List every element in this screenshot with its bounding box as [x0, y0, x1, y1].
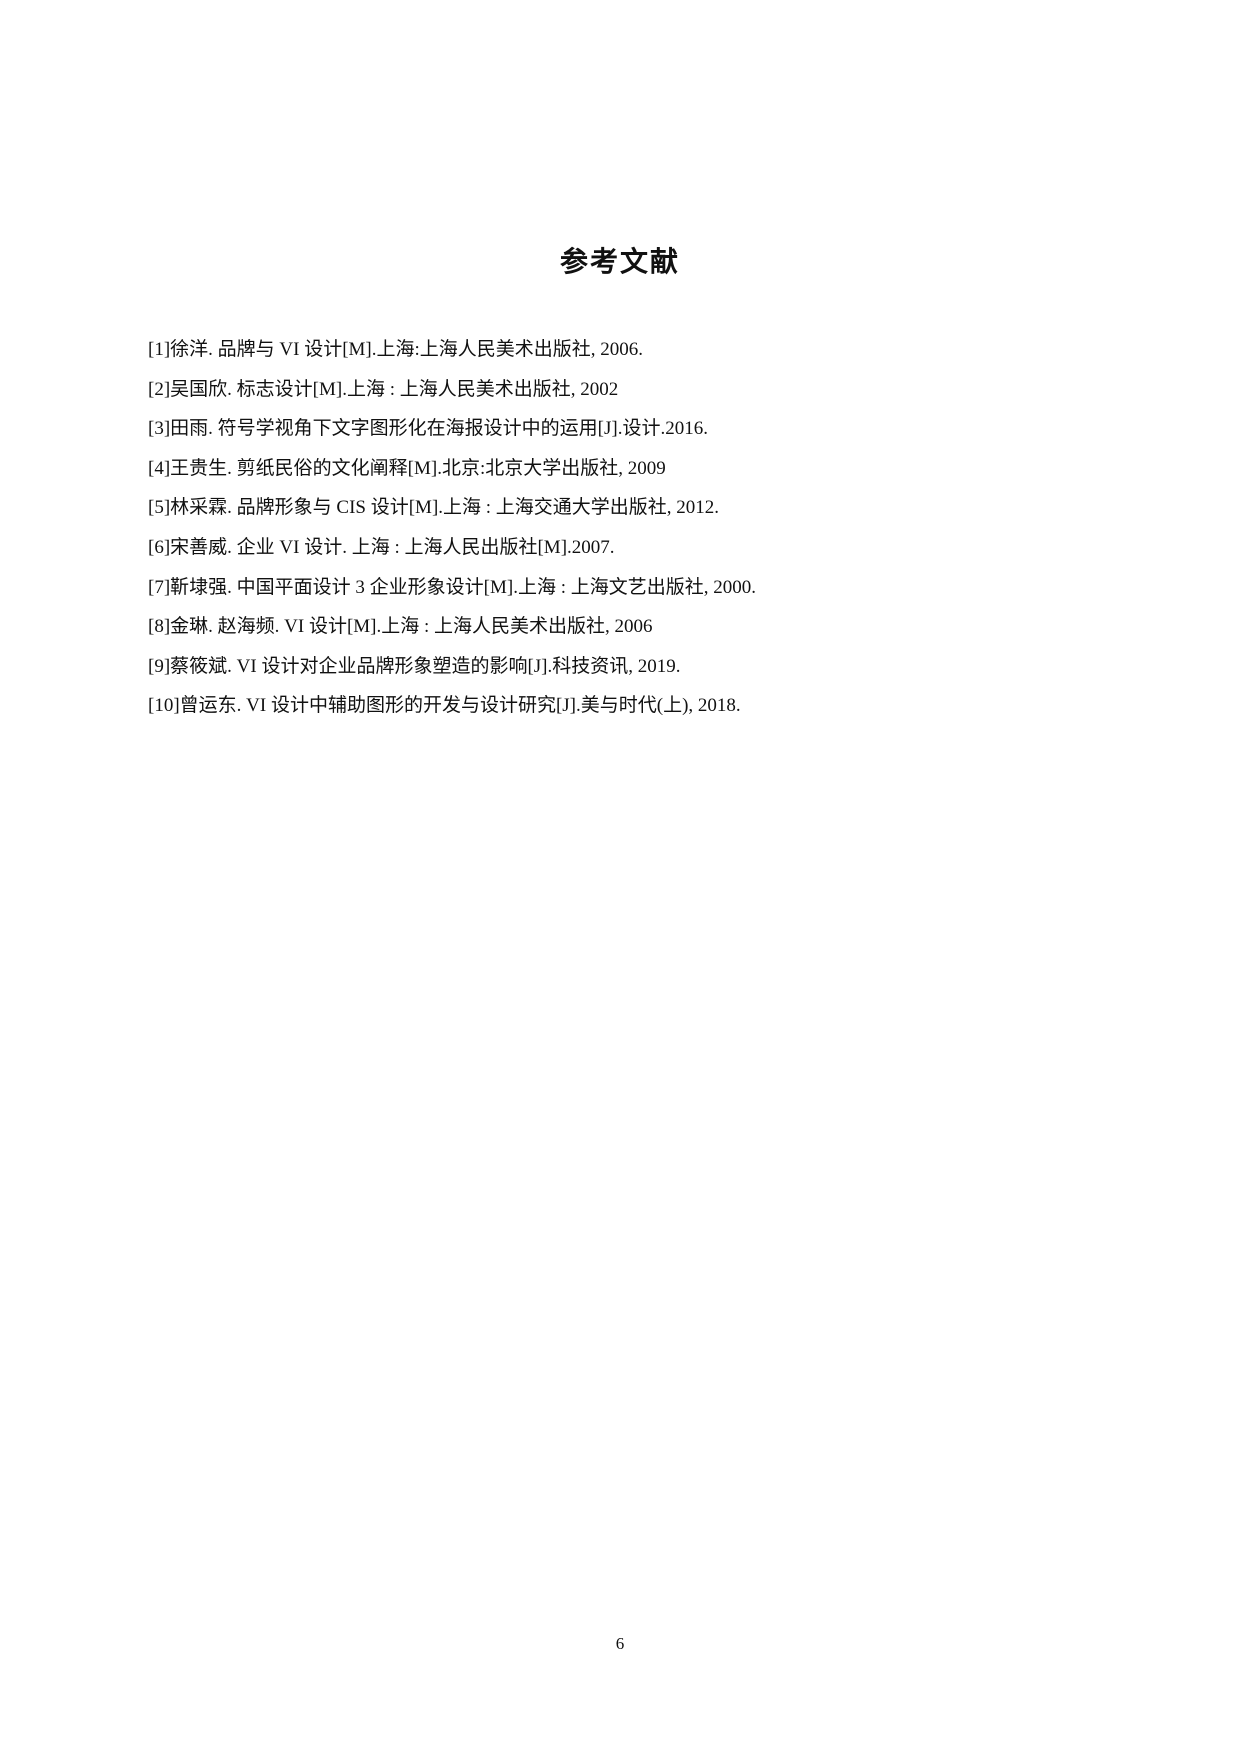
page-title: 参考文献 — [559, 245, 680, 278]
reference-item: [4]王贵生. 剪纸民俗的文化阐释[M].北京:北京大学出版社, 2009 — [148, 457, 666, 479]
reference-item: [10]曾运东. VI 设计中辅助图形的开发与设计研究[J].美与时代(上), … — [148, 695, 741, 717]
reference-list: [1]徐洋. 品牌与 VI 设计[M].上海:上海人民美术出版社, 2006. … — [148, 330, 1128, 726]
reference-item: [9]蔡筱斌. VI 设计对企业品牌形象塑造的影响[J].科技资讯, 2019. — [148, 655, 681, 677]
page-number: 6 — [615, 1634, 625, 1653]
reference-item: [6]宋善威. 企业 VI 设计. 上海 : 上海人民出版社[M].2007. — [148, 536, 615, 558]
reference-item: [7]靳埭强. 中国平面设计 3 企业形象设计[M].上海 : 上海文艺出版社,… — [148, 576, 756, 598]
reference-item: [1]徐洋. 品牌与 VI 设计[M].上海:上海人民美术出版社, 2006. — [148, 339, 644, 360]
reference-item: [8]金琳. 赵海频. VI 设计[M].上海 : 上海人民美术出版社, 200… — [148, 616, 653, 638]
reference-item: [3]田雨. 符号学视角下文字图形化在海报设计中的运用[J].设计.2016. — [148, 418, 708, 440]
reference-item: [2]吴国欣. 标志设计[M].上海 : 上海人民美术出版社, 2002 — [148, 378, 619, 400]
reference-item: [5]林采霖. 品牌形象与 CIS 设计[M].上海 : 上海交通大学出版社, … — [148, 497, 720, 519]
